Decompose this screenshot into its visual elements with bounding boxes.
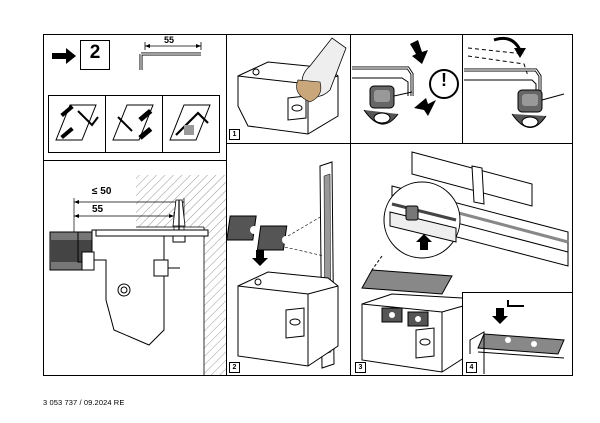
step-clip-press: [464, 36, 565, 128]
divider-h-left: [43, 160, 227, 162]
step-box-number: 2: [89, 42, 101, 63]
divider-v1: [226, 34, 228, 376]
dim-55: 55: [92, 204, 104, 215]
divider-v3-top: [462, 34, 464, 143]
divider-h-col3: [350, 143, 573, 145]
document-footer-code: 3 053 737 / 09.2024 RE: [43, 398, 125, 407]
step3-rail-assembly: [361, 151, 569, 373]
step-number-4: 4: [466, 362, 477, 373]
step-number-2: 2: [229, 362, 240, 373]
step4-pad-press: [469, 300, 565, 374]
angle-wrench-icon: [139, 42, 202, 70]
step2-apply-pads: [226, 161, 339, 369]
wall-mount-detail: [49, 175, 226, 375]
step-number-3: 3: [355, 362, 366, 373]
step-number-1: 1: [229, 129, 240, 140]
dim-55-top: 55: [164, 35, 175, 45]
step1-clean-rail: [237, 37, 347, 135]
instruction-frame: [43, 34, 573, 376]
step-clip-warning: [352, 40, 459, 125]
pointer-arrow-icon: [52, 48, 76, 64]
warning-exclamation: !: [441, 70, 447, 90]
step-box: [80, 40, 110, 70]
wrench-usage-boxes: [48, 95, 220, 153]
divider-h-col2: [226, 143, 351, 145]
divider-v2: [350, 34, 352, 376]
dim-le-50: ≤ 50: [92, 186, 112, 197]
